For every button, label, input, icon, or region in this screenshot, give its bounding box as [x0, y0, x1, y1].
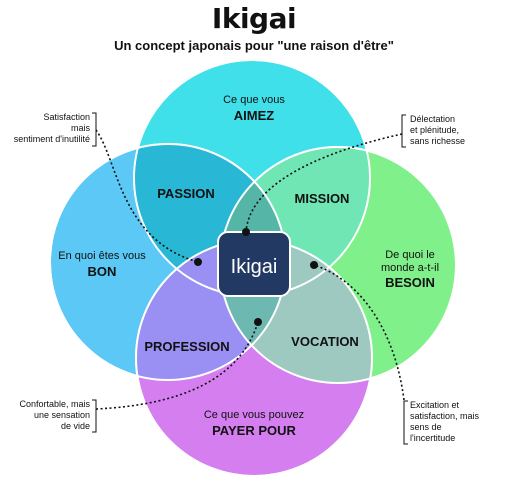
ikigai-center-box [217, 231, 291, 297]
connector-top-right [245, 133, 403, 233]
besoin-line3: BESOIN [385, 275, 435, 290]
annotation-top-right-2: et plénitude, [410, 125, 459, 135]
connector-bottom-left [95, 321, 259, 410]
annotation-top-left-2: mais [71, 123, 91, 133]
aimez-line1: Ce que vous [223, 94, 285, 106]
page-title: Ikigai [211, 2, 297, 35]
profession-label: PROFESSION [144, 339, 229, 354]
bon-line1: En quoi êtes vous [58, 250, 146, 262]
payer-line2: PAYER POUR [212, 423, 296, 438]
annotation-top-right-1: Délectation [410, 114, 455, 124]
bon-line2: BON [88, 264, 117, 279]
annotation-top-left-1: Satisfaction [43, 112, 90, 122]
connector-top-left [95, 129, 199, 263]
besoin-line1: De quoi le [385, 249, 435, 261]
ikigai-center-label: Ikigai [231, 256, 278, 278]
connector-dot-top-left [194, 258, 202, 266]
annotation-bottom-right-4: l'incertitude [410, 433, 455, 443]
mission-label: MISSION [295, 191, 350, 206]
annotation-bottom-left-2: une sensation [34, 410, 90, 420]
annotation-bottom-right-3: sens de [410, 422, 442, 432]
vocation-label: VOCATION [291, 334, 359, 349]
annotation-bottom-right-2: satisfaction, mais [410, 411, 480, 421]
connector-dot-bottom-left [254, 318, 262, 326]
connector-dot-bottom-right [310, 261, 318, 269]
payer-line1: Ce que vous pouvez [204, 409, 304, 421]
annotation-top-left-3: sentiment d'inutilité [14, 134, 90, 144]
page-subtitle: Un concept japonais pour "une raison d'ê… [114, 38, 394, 53]
aimez-line2: AIMEZ [234, 108, 275, 123]
annotation-top-right-3: sans richesse [410, 136, 465, 146]
besoin-line2: monde a-t-il [381, 262, 439, 274]
annotation-bottom-left-1: Confortable, mais [19, 399, 90, 409]
passion-label: PASSION [157, 186, 215, 201]
annotation-bottom-right-1: Excitation et [410, 400, 460, 410]
annotation-bottom-left-3: de vide [61, 421, 90, 431]
connector-dot-top-right [242, 228, 250, 236]
connector-bottom-right [313, 264, 405, 401]
